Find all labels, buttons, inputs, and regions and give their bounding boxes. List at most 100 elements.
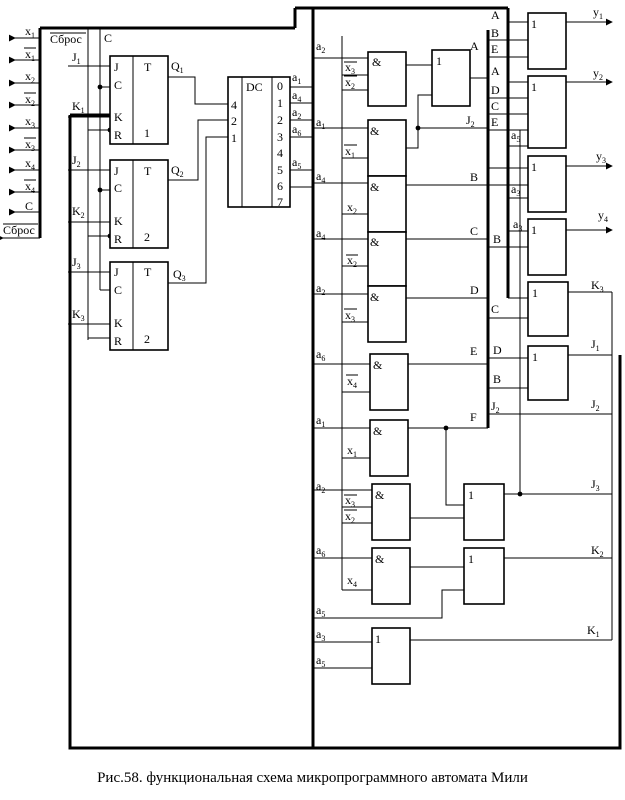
svg-text:x4: x4 [347, 374, 357, 390]
svg-text:y1: y1 [593, 5, 603, 21]
svg-text:E: E [491, 42, 498, 56]
svg-text:K3: K3 [591, 278, 604, 294]
trigger-2: J C K R T 2 J2 K2 Q2 [68, 119, 228, 249]
input-signals: x1 x1 x2 x2 x3 x3 x4 x4 C Сброс Сброс C [0, 24, 112, 242]
svg-text:K2: K2 [72, 204, 85, 220]
svg-text:a6: a6 [316, 543, 325, 559]
svg-text:a3: a3 [316, 627, 325, 643]
svg-text:K1: K1 [72, 99, 85, 115]
input-x4: x4 [25, 156, 35, 172]
svg-text:T: T [144, 164, 152, 178]
input-x3: x3 [25, 114, 35, 130]
svg-text:x3: x3 [345, 308, 355, 324]
and-gate-9 [371, 547, 411, 605]
svg-text:&: & [370, 290, 380, 304]
svg-text:J1: J1 [72, 50, 81, 66]
svg-text:a2: a2 [316, 39, 325, 55]
svg-text:Q3: Q3 [173, 267, 186, 283]
svg-text:E: E [470, 344, 477, 358]
svg-text:2: 2 [231, 114, 237, 128]
input-x1: x1 [25, 24, 35, 40]
or-gate-j1 [527, 345, 569, 401]
output-labels: y1 y2 y3 y4 K3 J1 J2 J3 K2 K1 J2 [410, 5, 613, 641]
svg-text:A: A [491, 8, 500, 22]
svg-text:0: 0 [277, 79, 283, 93]
svg-text:A: A [491, 64, 500, 78]
svg-text:J: J [114, 60, 119, 74]
svg-text:1: 1 [231, 131, 237, 145]
input-not-x3: x3 [25, 137, 35, 153]
svg-text:a2: a2 [316, 281, 325, 297]
svg-text:J2: J2 [72, 153, 81, 169]
or-gate-y1 [527, 12, 567, 70]
svg-text:Q1: Q1 [171, 59, 184, 75]
and-gate-2 [367, 119, 407, 177]
svg-text:J1: J1 [591, 337, 600, 353]
svg-text:5: 5 [277, 163, 283, 177]
svg-text:J2: J2 [466, 113, 475, 129]
svg-text:K: K [114, 214, 123, 228]
svg-text:a2: a2 [292, 105, 301, 121]
svg-text:4: 4 [277, 146, 283, 160]
and-gate-4 [367, 231, 407, 287]
svg-text:F: F [470, 410, 477, 424]
reset-top-label: Сброс [50, 32, 82, 46]
svg-text:a2: a2 [316, 479, 325, 495]
svg-text:T: T [144, 60, 152, 74]
svg-text:J3: J3 [591, 477, 600, 493]
svg-text:D: D [491, 83, 500, 97]
svg-text:x4: x4 [347, 573, 357, 589]
svg-text:x3: x3 [345, 60, 355, 76]
svg-text:R: R [114, 128, 122, 142]
svg-text:4: 4 [231, 98, 237, 112]
and-gate-6 [369, 353, 409, 411]
inner-or-gates: 1 A J2 B C D E F 1 1 a5 1 a3 a5 [313, 39, 505, 685]
clock-reset-lines [87, 28, 113, 340]
input-x2: x2 [25, 69, 35, 85]
svg-text:B: B [493, 232, 501, 246]
svg-text:J2: J2 [591, 397, 600, 413]
svg-text:a6: a6 [292, 122, 301, 138]
svg-text:a4: a4 [292, 88, 301, 104]
svg-text:1: 1 [436, 54, 442, 68]
svg-text:x2: x2 [345, 75, 355, 91]
svg-text:x1: x1 [347, 443, 357, 459]
trigger-1: J C K R T 1 J1 K1 Q1 [68, 50, 228, 145]
svg-text:2: 2 [144, 230, 150, 244]
or-gate-k2 [463, 547, 505, 605]
decoder-dc: DC 4 2 1 0 1 2 3 4 5 6 7 a1 a4 a2 a6 a5 [227, 70, 313, 209]
svg-text:a1: a1 [292, 70, 301, 86]
svg-text:&: & [372, 55, 382, 69]
svg-text:y4: y4 [598, 208, 608, 224]
svg-text:&: & [373, 424, 383, 438]
svg-text:C: C [114, 283, 122, 297]
svg-text:J3: J3 [72, 255, 81, 271]
svg-text:K: K [114, 110, 123, 124]
decoder-title: DC [246, 80, 263, 94]
input-c: C [25, 199, 33, 213]
svg-text:K: K [114, 316, 123, 330]
or-gate-k3 [527, 281, 569, 337]
and-gate-8 [371, 483, 411, 541]
svg-text:a6: a6 [316, 347, 325, 363]
svg-text:6: 6 [277, 179, 283, 193]
svg-text:A: A [470, 39, 479, 53]
svg-text:x3: x3 [345, 493, 355, 509]
input-reset: Сброс [3, 223, 35, 237]
svg-text:2: 2 [144, 332, 150, 346]
svg-text:a5: a5 [316, 603, 325, 619]
svg-text:B: B [491, 26, 499, 40]
svg-text:a4: a4 [316, 226, 325, 242]
figure-caption: Рис.58. функциональная схема микропрогра… [97, 770, 528, 786]
or-gate-inner-1 [431, 49, 471, 107]
svg-text:1: 1 [277, 96, 283, 110]
svg-text:K1: K1 [587, 623, 600, 639]
or-gate-k1 [371, 627, 411, 685]
svg-text:x2: x2 [345, 509, 355, 525]
or-gate-y2 [527, 75, 567, 149]
and-gates: & x3 x2 a2 & a1 x1 & a4 x2 & a4 x2 & [313, 36, 411, 605]
svg-text:a4: a4 [316, 169, 325, 185]
and-gate-5 [367, 285, 407, 343]
svg-text:1: 1 [144, 126, 150, 140]
svg-text:&: & [375, 552, 385, 566]
